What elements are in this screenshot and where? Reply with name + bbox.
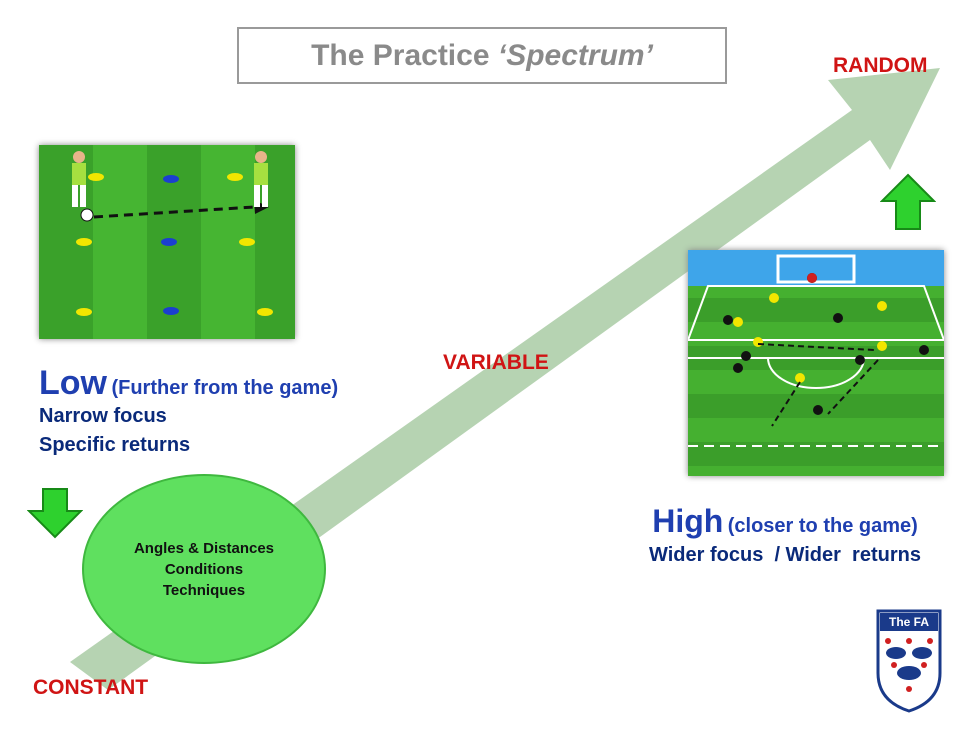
up-arrow-icon (880, 173, 936, 230)
fa-crest-icon (876, 609, 942, 713)
practice-drill-drawing (72, 151, 273, 316)
game-drawing (688, 250, 944, 447)
down-arrow-icon (27, 488, 83, 539)
circle-line-3: Techniques (162, 581, 246, 599)
fa-logo: The FA (874, 609, 944, 713)
high-subheading: (closer to the game) (727, 515, 918, 537)
low-subheading: (Further from the game) (111, 377, 339, 399)
low-section: Low (Further from the game) Narrow focus… (39, 364, 399, 457)
high-section: High (closer to the game) Wider focus / … (600, 503, 970, 567)
variable-label: VARIABLE (443, 351, 549, 374)
high-heading: High (652, 503, 724, 539)
circle-line-1: Angles & Distances (133, 539, 275, 557)
high-line-1: Wider focus / Wider returns (649, 544, 921, 566)
low-line-1: Narrow focus (39, 405, 167, 427)
fa-logo-text: The FA (888, 615, 929, 629)
low-heading: Low (39, 364, 107, 402)
random-practice-image (688, 250, 944, 476)
circle-line-2: Conditions (164, 560, 244, 578)
random-label: RANDOM (833, 54, 928, 77)
constant-label: CONSTANT (33, 676, 149, 699)
constant-factors-circle: Angles & Distances Conditions Techniques (82, 474, 326, 664)
low-line-2: Specific returns (39, 434, 191, 456)
constant-practice-image (39, 145, 295, 339)
page-title: The Practice ‘Spectrum’ (311, 38, 653, 72)
title-box: The Practice ‘Spectrum’ (237, 27, 727, 84)
